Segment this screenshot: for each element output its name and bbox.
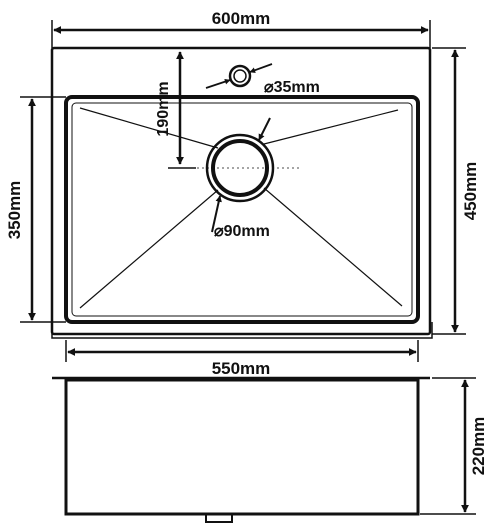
faucet-hole — [228, 64, 252, 88]
side-view-drain-outlet — [205, 513, 233, 523]
bowl-height-label: 220mm — [469, 417, 488, 476]
faucet-diameter-leader — [205, 63, 273, 89]
sink-top-view — [50, 46, 433, 339]
drain-hole — [205, 133, 275, 203]
side-view-bowl — [64, 378, 420, 516]
faucet-offset-label: 190mm — [155, 81, 172, 136]
dimension-arrows — [20, 20, 476, 515]
drain-hole-label: ⌀90mm — [214, 223, 270, 240]
faucet-hole-label: ⌀35mm — [264, 79, 320, 96]
drain-diameter-leader — [211, 117, 271, 233]
inner-depth-label: 350mm — [5, 181, 24, 240]
top-width-label: 600mm — [212, 9, 271, 28]
bowl-outline — [64, 95, 420, 324]
bowl-slope-lines — [79, 107, 403, 309]
sink-side-view — [52, 376, 430, 523]
sink-outer-outline — [50, 46, 432, 336]
outer-depth-label: 450mm — [461, 162, 480, 221]
sink-side-flange — [51, 322, 433, 339]
bowl-inner-outline — [71, 102, 413, 317]
inner-width-label: 550mm — [212, 359, 271, 378]
